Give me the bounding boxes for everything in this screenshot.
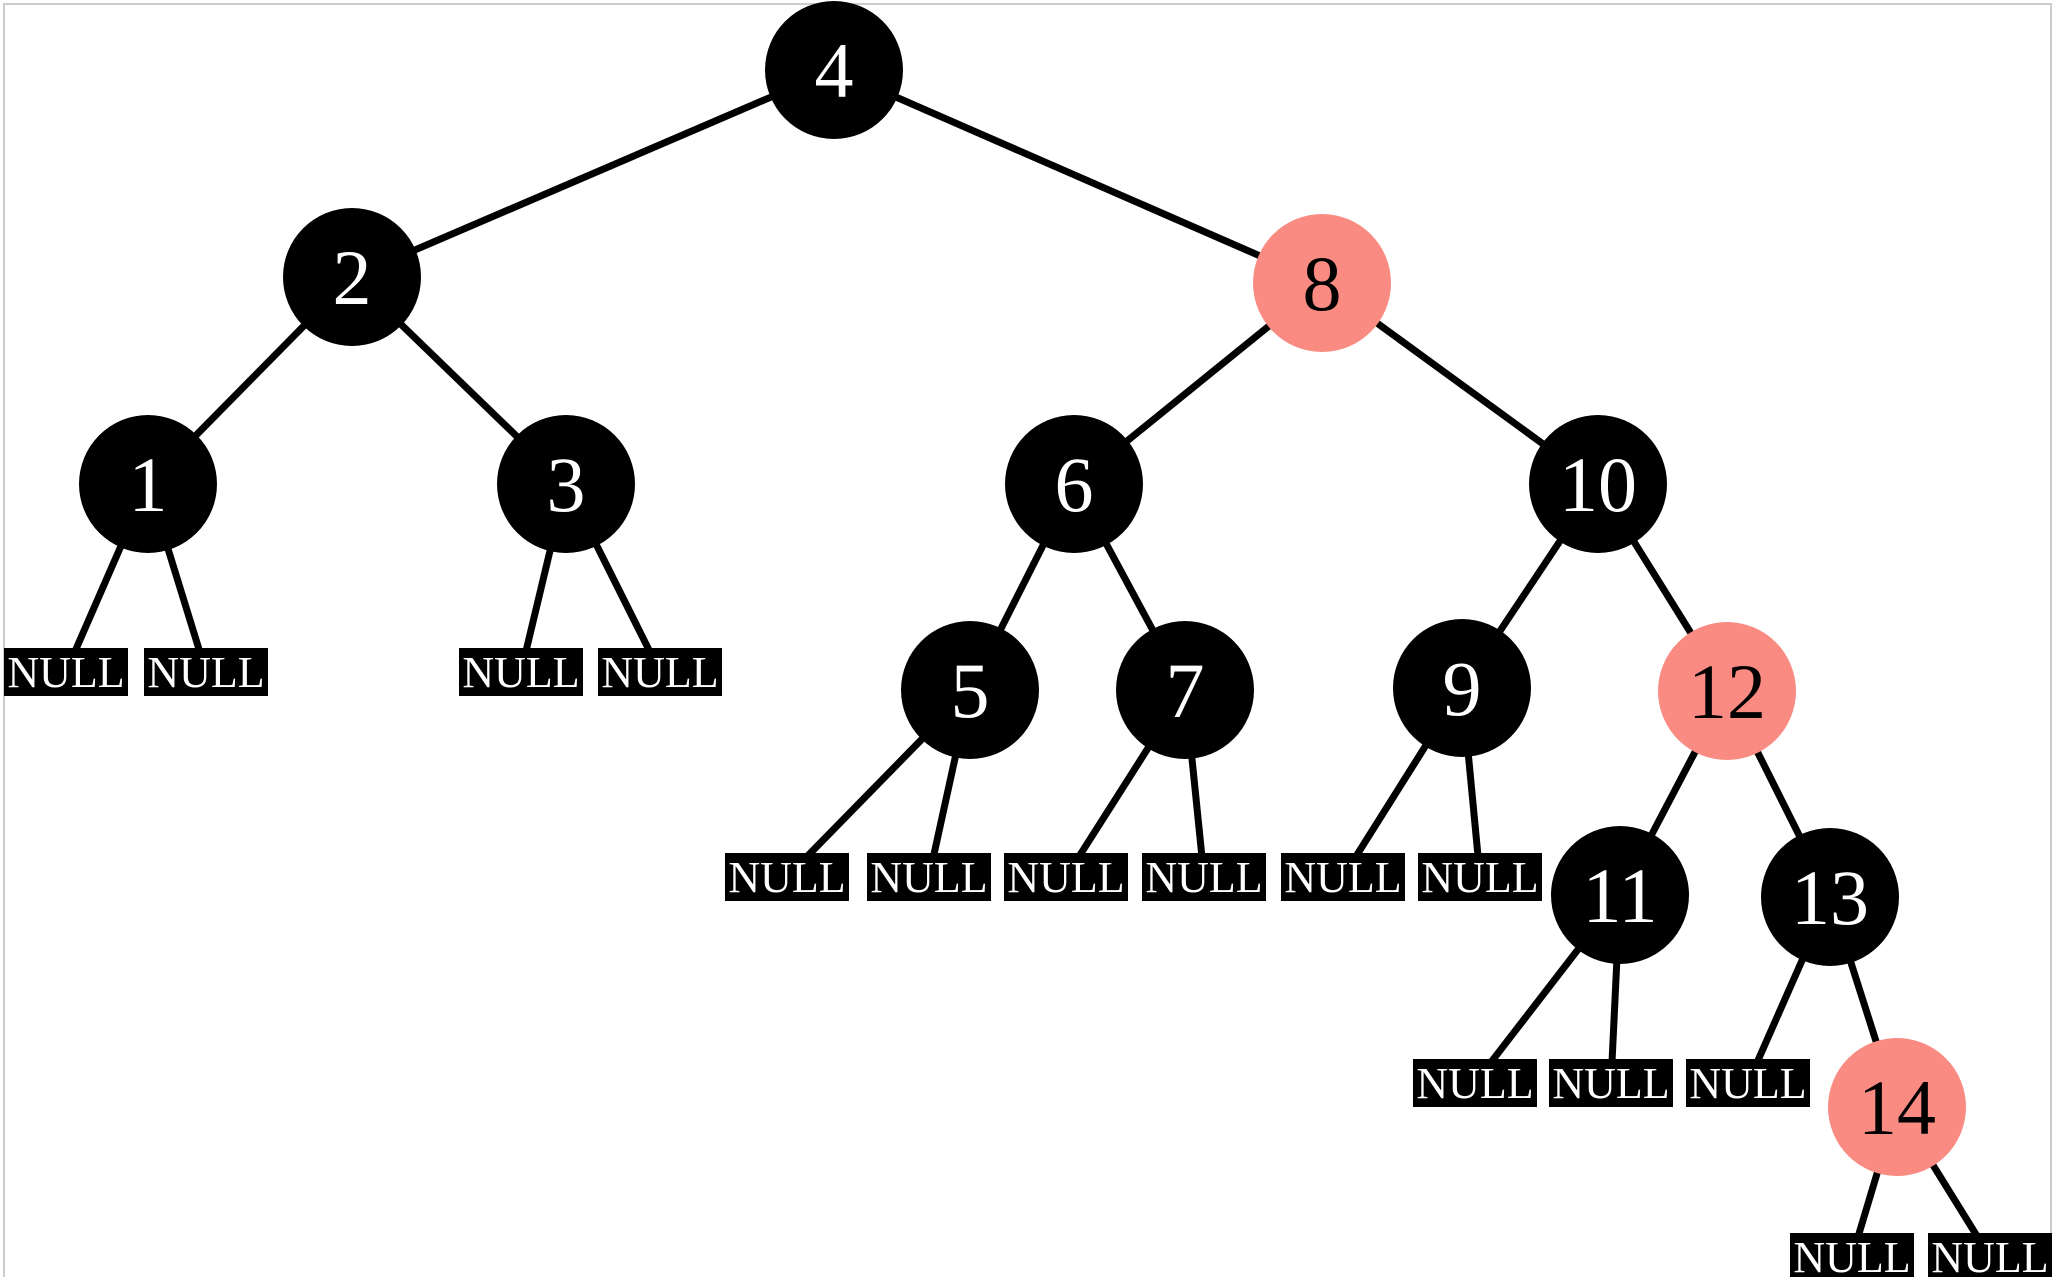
null-leaf-x8: NULL bbox=[1142, 853, 1266, 902]
null-label: NULL bbox=[728, 853, 845, 902]
node-value: 3 bbox=[547, 441, 586, 528]
null-box bbox=[725, 853, 849, 901]
null-box bbox=[144, 648, 268, 696]
tree-node-14: 14 bbox=[1828, 1038, 1966, 1176]
red-node-circle bbox=[1253, 214, 1391, 352]
null-leaf-x2: NULL bbox=[144, 648, 268, 697]
tree-node-11: 11 bbox=[1551, 826, 1689, 964]
tree-node-4: 4 bbox=[765, 1, 903, 139]
null-label: NULL bbox=[1552, 1059, 1669, 1108]
null-label: NULL bbox=[1931, 1233, 2048, 1277]
null-leaf-x1: NULL bbox=[4, 648, 128, 697]
tree-node-2: 2 bbox=[283, 208, 421, 346]
node-value: 10 bbox=[1559, 441, 1637, 528]
tree-node-1: 1 bbox=[79, 415, 217, 553]
null-leaf-x15: NULL bbox=[1928, 1233, 2052, 1277]
null-box bbox=[1418, 853, 1542, 901]
null-leaf-x12: NULL bbox=[1549, 1059, 1673, 1108]
node-value: 1 bbox=[129, 441, 168, 528]
black-node-circle bbox=[901, 621, 1039, 759]
null-box bbox=[1928, 1233, 2052, 1277]
tree-node-9: 9 bbox=[1393, 619, 1531, 757]
node-value: 7 bbox=[1166, 647, 1205, 734]
black-node-circle bbox=[1529, 415, 1667, 553]
null-label: NULL bbox=[1284, 853, 1401, 902]
node-value: 2 bbox=[333, 234, 372, 321]
black-node-circle bbox=[1551, 826, 1689, 964]
node-value: 6 bbox=[1055, 441, 1094, 528]
black-node-circle bbox=[1005, 415, 1143, 553]
null-leaf-x6: NULL bbox=[867, 853, 991, 902]
null-leaf-x13: NULL bbox=[1686, 1059, 1810, 1108]
null-box bbox=[867, 853, 991, 901]
null-leaf-x5: NULL bbox=[725, 853, 849, 902]
null-box bbox=[1549, 1059, 1673, 1107]
null-label: NULL bbox=[1416, 1059, 1533, 1108]
black-node-circle bbox=[1116, 621, 1254, 759]
null-box bbox=[1142, 853, 1266, 901]
null-box bbox=[4, 648, 128, 696]
tree-node-13: 13 bbox=[1761, 828, 1899, 966]
null-label: NULL bbox=[147, 648, 264, 697]
null-label: NULL bbox=[870, 853, 987, 902]
null-leaf-x3: NULL bbox=[459, 648, 583, 697]
node-value: 13 bbox=[1791, 854, 1869, 941]
null-leaf-x14: NULL bbox=[1790, 1233, 1914, 1277]
null-label: NULL bbox=[462, 648, 579, 697]
black-node-circle bbox=[283, 208, 421, 346]
null-label: NULL bbox=[1145, 853, 1262, 902]
null-label: NULL bbox=[1689, 1059, 1806, 1108]
null-leaf-x10: NULL bbox=[1418, 853, 1542, 902]
null-box bbox=[1413, 1059, 1537, 1107]
null-leaf-x11: NULL bbox=[1413, 1059, 1537, 1108]
frame-border bbox=[3, 3, 2052, 1277]
null-label: NULL bbox=[601, 648, 718, 697]
null-box bbox=[1281, 853, 1405, 901]
tree-node-7: 7 bbox=[1116, 621, 1254, 759]
node-value: 5 bbox=[951, 647, 990, 734]
black-node-circle bbox=[765, 1, 903, 139]
null-label: NULL bbox=[1421, 853, 1538, 902]
null-box bbox=[1790, 1233, 1914, 1277]
black-node-circle bbox=[497, 415, 635, 553]
tree-node-3: 3 bbox=[497, 415, 635, 553]
node-value: 4 bbox=[815, 27, 854, 114]
tree-node-8: 8 bbox=[1253, 214, 1391, 352]
null-box bbox=[459, 648, 583, 696]
null-box bbox=[1686, 1059, 1810, 1107]
null-leaf-x7: NULL bbox=[1004, 853, 1128, 902]
node-value: 8 bbox=[1303, 240, 1342, 327]
tree-node-10: 10 bbox=[1529, 415, 1667, 553]
black-node-circle bbox=[79, 415, 217, 553]
null-box bbox=[1004, 853, 1128, 901]
tree-node-12: 12 bbox=[1658, 622, 1796, 760]
null-leaf-x9: NULL bbox=[1281, 853, 1405, 902]
red-node-circle bbox=[1658, 622, 1796, 760]
node-value: 11 bbox=[1582, 852, 1657, 939]
null-label: NULL bbox=[1007, 853, 1124, 902]
black-node-circle bbox=[1761, 828, 1899, 966]
tree-node-6: 6 bbox=[1005, 415, 1143, 553]
tree-node-5: 5 bbox=[901, 621, 1039, 759]
tree-edge-n4-n8 bbox=[832, 66, 1324, 287]
tree-edge-n4-n2 bbox=[350, 66, 836, 281]
node-value: 12 bbox=[1688, 648, 1766, 735]
null-label: NULL bbox=[7, 648, 124, 697]
null-label: NULL bbox=[1793, 1233, 1910, 1277]
null-leaf-x4: NULL bbox=[598, 648, 722, 697]
black-node-circle bbox=[1393, 619, 1531, 757]
red-node-circle bbox=[1828, 1038, 1966, 1176]
node-value: 9 bbox=[1443, 645, 1482, 732]
node-value: 14 bbox=[1858, 1064, 1936, 1151]
null-box bbox=[598, 648, 722, 696]
